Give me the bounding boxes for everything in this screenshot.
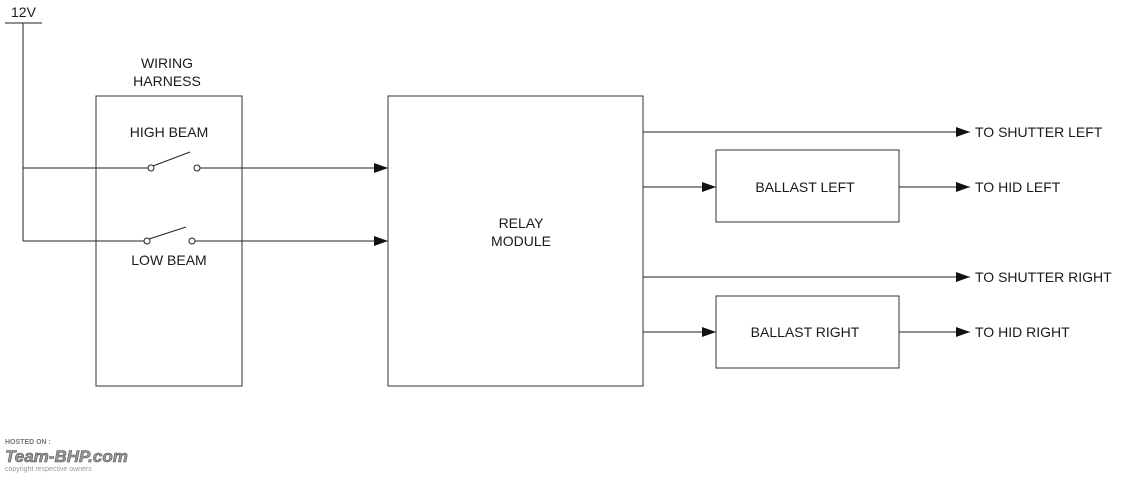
output-hid-left: TO HID LEFT [975, 179, 1061, 195]
supply-label: 12V [11, 4, 37, 20]
output-hid-right: TO HID RIGHT [975, 324, 1070, 340]
watermark-hosted: HOSTED ON : [5, 439, 51, 446]
ballast-left-label: BALLAST LEFT [755, 179, 855, 195]
high-beam-label: HIGH BEAM [130, 124, 209, 140]
output-shutter-right: TO SHUTTER RIGHT [975, 269, 1112, 285]
low-beam-label: LOW BEAM [131, 252, 206, 268]
low-beam-switch [23, 226, 196, 245]
watermark-copyright: copyright respective owners [5, 466, 92, 473]
ballast-right-label: BALLAST RIGHT [751, 324, 860, 340]
harness-title-line1: WIRING [141, 55, 193, 71]
harness-title-line2: HARNESS [133, 73, 201, 89]
watermark-brand: Team-BHP.com [5, 447, 128, 466]
watermark-logo: HOSTED ON : Team-BHP.com copyright respe… [5, 439, 128, 473]
relay-label-line1: RELAY [499, 215, 545, 231]
ballast-right-box [715, 295, 900, 369]
output-shutter-left: TO SHUTTER LEFT [975, 124, 1103, 140]
relay-module-box [387, 95, 644, 387]
ballast-left-box [715, 149, 900, 223]
relay-label-line2: MODULE [491, 233, 551, 249]
